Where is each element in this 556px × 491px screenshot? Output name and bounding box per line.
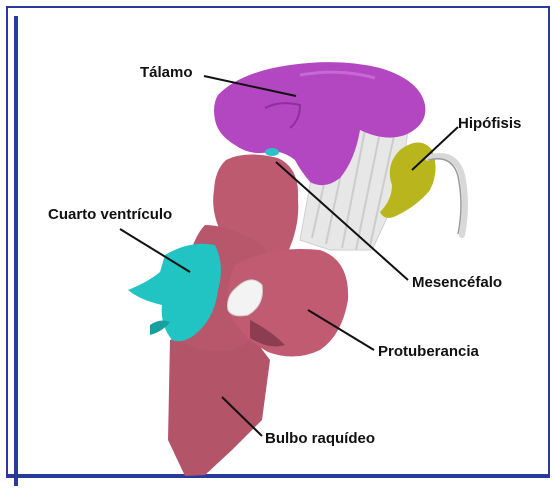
label-bulbo-raquideo: Bulbo raquídeo — [265, 430, 375, 447]
label-hipofisis: Hipófisis — [458, 115, 521, 132]
label-mesencefalo: Mesencéfalo — [412, 274, 502, 291]
label-talamo: Tálamo — [140, 64, 193, 81]
label-cuarto-ventriculo: Cuarto ventrículo — [48, 206, 172, 223]
label-protuberancia: Protuberancia — [378, 343, 479, 360]
aqueduct-spot — [265, 148, 279, 156]
